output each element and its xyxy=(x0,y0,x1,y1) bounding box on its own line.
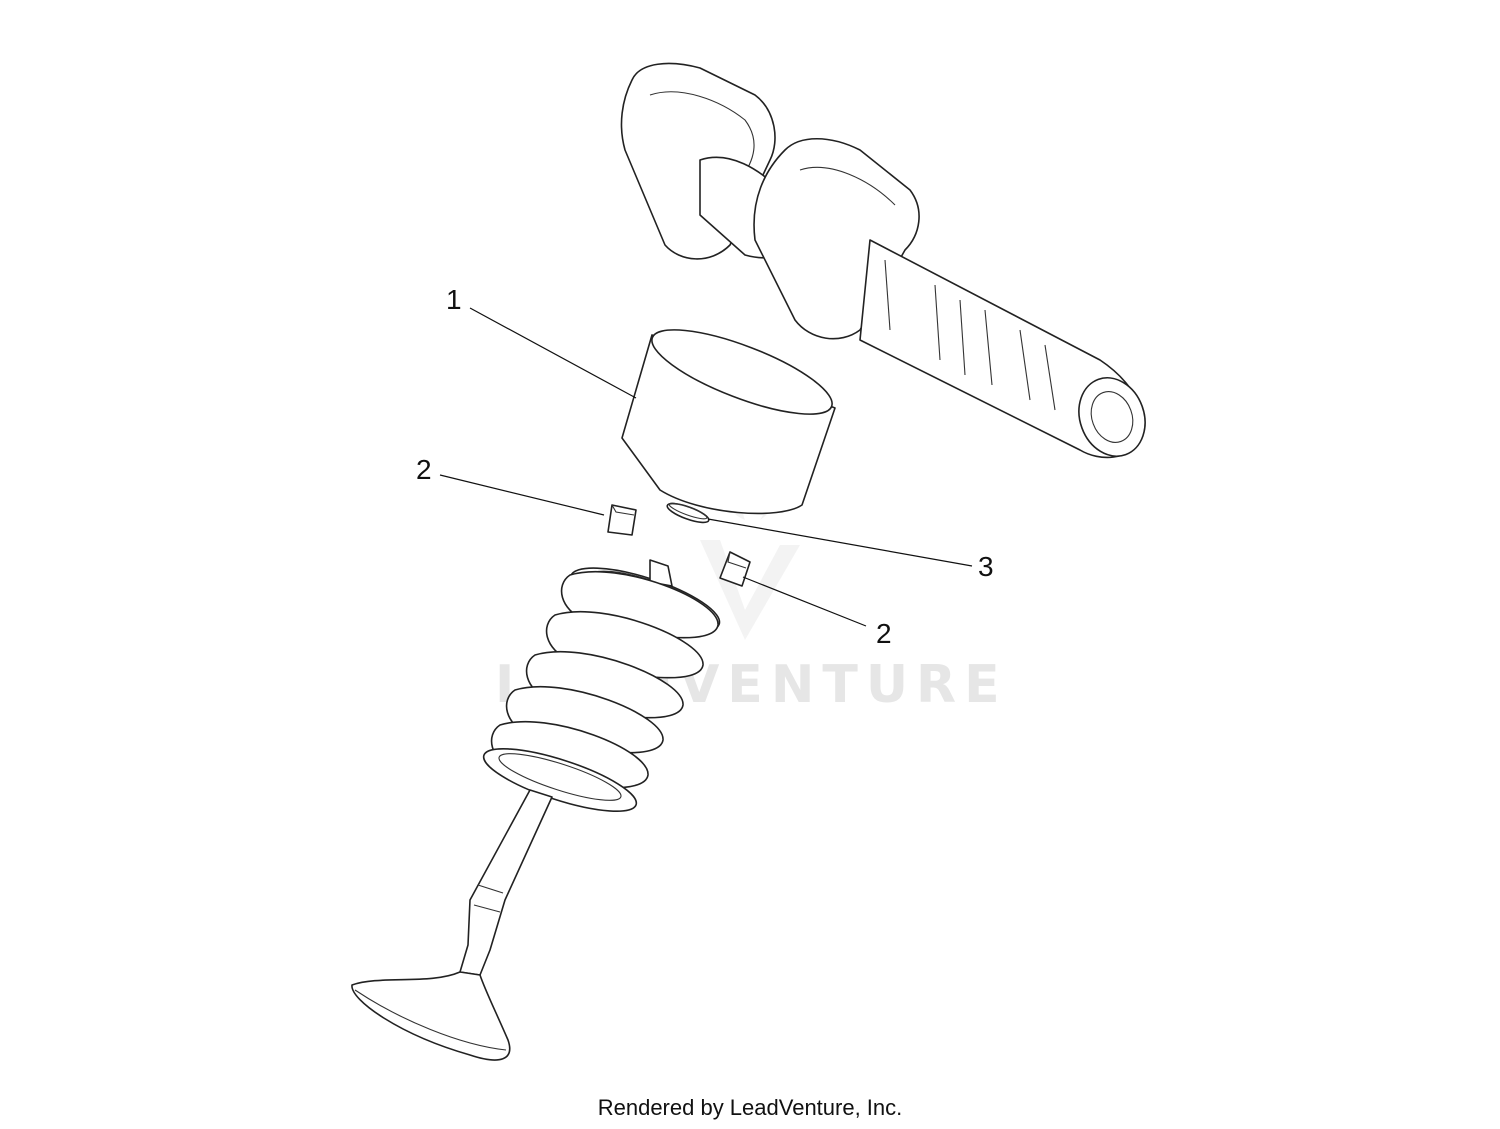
valve-keeper-left xyxy=(607,504,637,536)
leader-line-3 xyxy=(707,518,973,567)
valve-spring xyxy=(482,559,721,812)
valve-shim xyxy=(666,502,710,524)
callout-1: 1 xyxy=(446,284,462,315)
leader-line-2b xyxy=(742,576,867,627)
callout-3: 3 xyxy=(978,551,994,582)
leader-line-1 xyxy=(469,307,637,399)
callout-2-right: 2 xyxy=(876,618,892,649)
tappet-bucket xyxy=(621,329,836,515)
footer-credit: Rendered by LeadVenture, Inc. xyxy=(598,1095,903,1120)
leader-line-2a xyxy=(439,474,605,516)
valve xyxy=(351,789,553,1061)
camshaft xyxy=(620,62,1146,459)
valve-keeper-right xyxy=(719,551,751,587)
callout-2-left: 2 xyxy=(416,454,432,485)
